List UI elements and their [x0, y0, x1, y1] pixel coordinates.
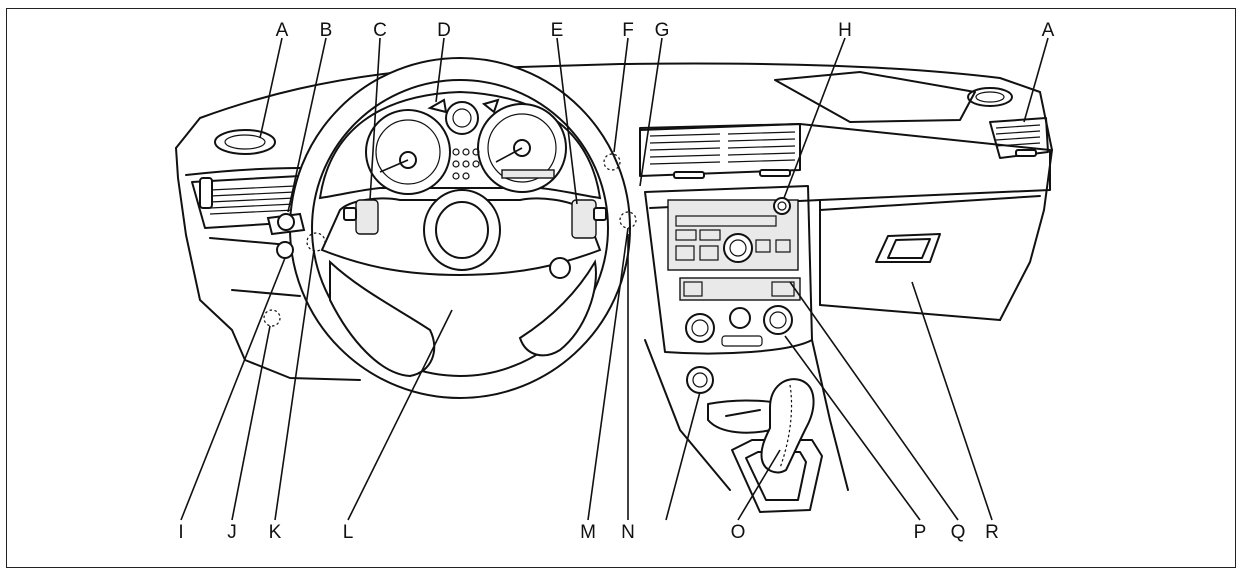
callout-label-L: L: [343, 522, 354, 543]
callout-label-I: I: [178, 522, 183, 543]
callout-label-R: R: [985, 522, 999, 543]
callout-label-A-left: A: [276, 20, 289, 41]
callout-label-F: F: [622, 20, 634, 41]
callout-label-H: H: [838, 20, 852, 41]
leader-lines: [180, 37, 1049, 521]
callout-label-D: D: [437, 20, 451, 41]
callout-label-E: E: [551, 20, 564, 41]
dashboard-outline: [175, 62, 1053, 513]
callout-label-A-right: A: [1042, 20, 1055, 41]
callout-label-P: P: [914, 522, 927, 543]
callout-label-O: O: [731, 522, 746, 543]
steering-wheel: [266, 57, 631, 399]
callout-label-B: B: [320, 20, 333, 41]
callout-label-G: G: [655, 20, 670, 41]
callout-label-M: M: [580, 522, 596, 543]
callout-label-C: C: [373, 20, 387, 41]
callout-label-Q: Q: [951, 522, 966, 543]
callout-label-J: J: [227, 522, 237, 543]
callout-label-N: N: [621, 522, 635, 543]
callout-labels: A B C D E F G H A I J K L M N O P Q R: [178, 20, 1054, 543]
callout-label-K: K: [269, 522, 282, 543]
